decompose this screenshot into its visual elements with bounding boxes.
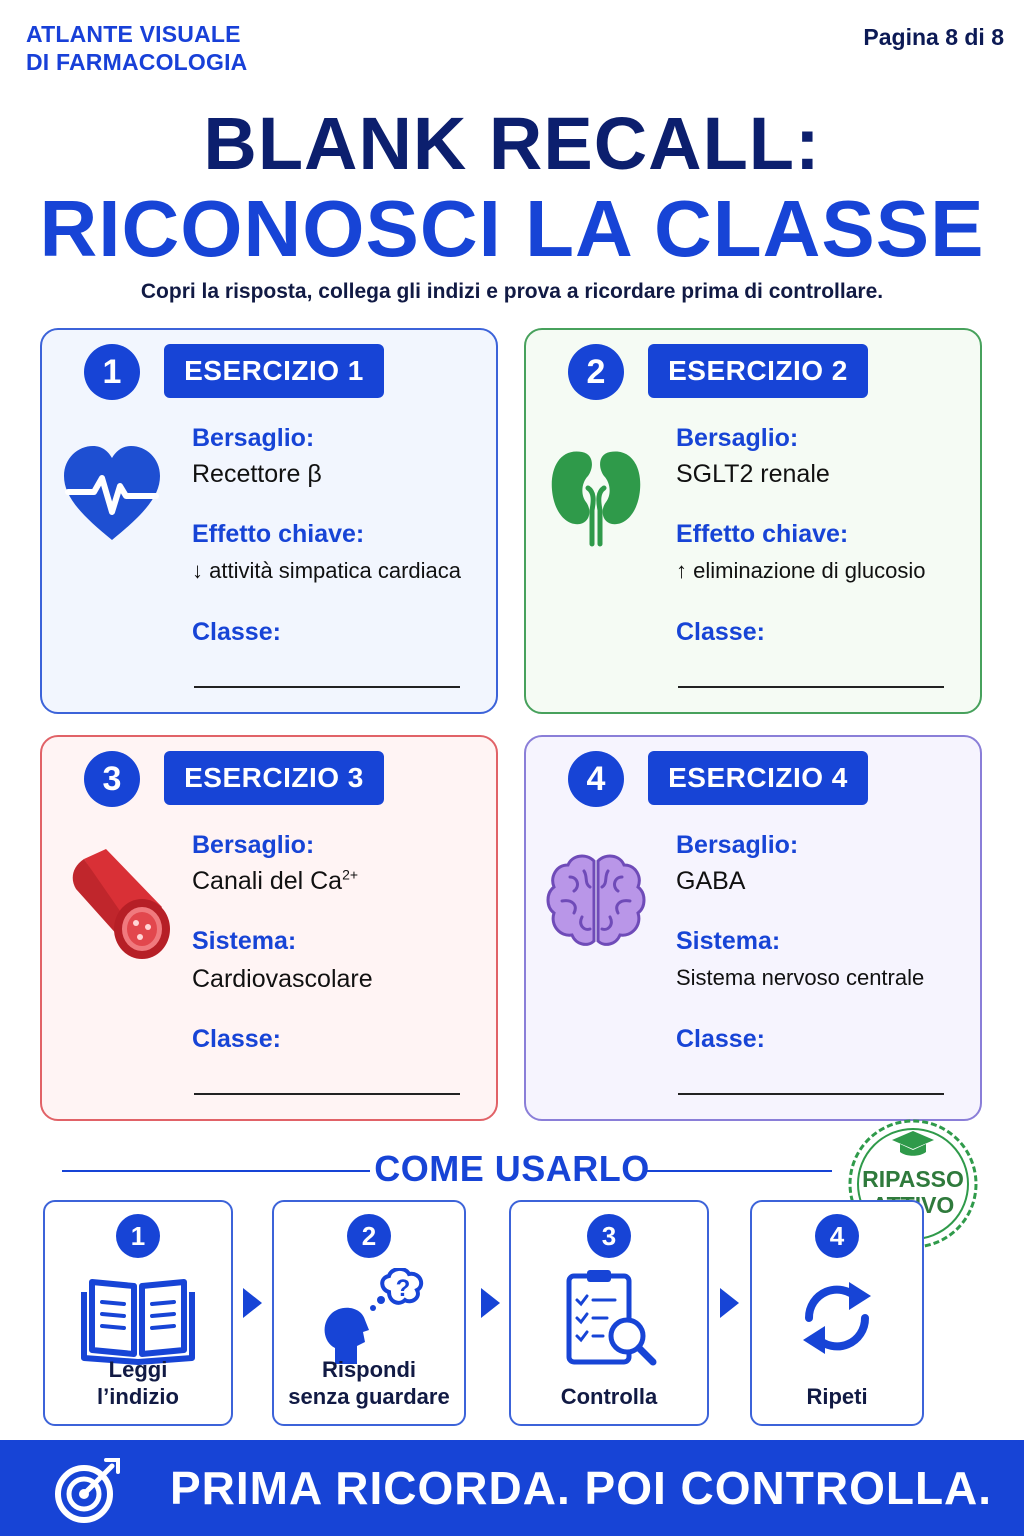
exercise-number-2: 2 bbox=[568, 344, 624, 400]
section-divider-left bbox=[62, 1170, 370, 1172]
class-label-1: Classe: bbox=[192, 618, 281, 646]
target-label-3: Bersaglio: bbox=[192, 831, 315, 859]
brand-title: ATLANTE VISUALE DI FARMACOLOGIA bbox=[26, 20, 248, 76]
class-answer-blank-1[interactable] bbox=[194, 686, 460, 688]
step-label-2: Rispondi senza guardare bbox=[288, 1357, 450, 1409]
how-to-title: COME USARLO bbox=[374, 1148, 650, 1189]
blood-vessel-icon bbox=[72, 849, 170, 959]
heart-pulse-icon bbox=[64, 446, 160, 540]
step-arrow-icon bbox=[481, 1288, 500, 1318]
class-answer-blank-2[interactable] bbox=[678, 686, 944, 688]
class-label-4: Classe: bbox=[676, 1025, 765, 1053]
exercise-label-3: ESERCIZIO 3 bbox=[164, 751, 384, 805]
step-label-1: Leggi l’indizio bbox=[97, 1357, 179, 1409]
effect-value-2: ↑ eliminazione di glucosio bbox=[676, 558, 926, 583]
step-arrow-icon bbox=[243, 1288, 262, 1318]
target-value-3-main: Canali del Ca bbox=[192, 867, 343, 895]
system-label-3: Sistema: bbox=[192, 927, 297, 955]
step-number-1: 1 bbox=[116, 1214, 160, 1258]
page-indicator: Pagina 8 di 8 bbox=[863, 24, 1004, 50]
class-label-3: Classe: bbox=[192, 1025, 281, 1053]
effect-label-2: Effetto chiave: bbox=[676, 520, 849, 548]
exercise-number-4: 4 bbox=[568, 751, 624, 807]
exercise-label-4: ESERCIZIO 4 bbox=[648, 751, 868, 805]
graduation-cap-icon bbox=[892, 1131, 934, 1156]
system-label-4: Sistema: bbox=[676, 927, 781, 955]
target-icon bbox=[55, 1458, 120, 1523]
subtitle: Copri la risposta, collega gli indizi e … bbox=[140, 280, 884, 303]
section-divider-right bbox=[646, 1170, 832, 1172]
system-value-4: Sistema nervoso centrale bbox=[676, 965, 925, 990]
target-value-3-sup: 2+ bbox=[342, 866, 359, 883]
kidneys-icon bbox=[551, 451, 641, 547]
class-answer-blank-4[interactable] bbox=[678, 1093, 944, 1095]
exercise-label-2: ESERCIZIO 2 bbox=[648, 344, 868, 398]
exercise-card-3: 3 ESERCIZIO 3 Bersaglio: Canali del Ca2+… bbox=[40, 735, 498, 1121]
title-line-1: BLANK RECALL: bbox=[203, 102, 821, 185]
step-label-4: Ripeti bbox=[806, 1384, 868, 1409]
step-card-3: 3 Controlla bbox=[509, 1200, 709, 1426]
title-line-2: RICONOSCI LA CLASSE bbox=[39, 184, 985, 273]
target-label-4: Bersaglio: bbox=[676, 831, 799, 859]
refresh-arrows-icon bbox=[803, 1282, 871, 1354]
class-answer-blank-3[interactable] bbox=[194, 1093, 460, 1095]
brand-line-2: DI FARMACOLOGIA bbox=[26, 49, 248, 75]
step-number-2: 2 bbox=[347, 1214, 391, 1258]
target-value-2: SGLT2 renale bbox=[676, 460, 830, 488]
badge-line-1: RIPASSO bbox=[862, 1166, 964, 1192]
effect-label-1: Effetto chiave: bbox=[192, 520, 365, 548]
open-book-icon bbox=[81, 1279, 195, 1365]
step-card-2: 2 ? Rispondi senza guardare bbox=[272, 1200, 466, 1426]
exercise-card-2: 2 ESERCIZIO 2 Bersaglio: SGLT2 renale Ef… bbox=[524, 328, 982, 714]
clipboard-magnifier-icon bbox=[566, 1270, 657, 1366]
step-card-1: 1 Leggi l’indizio bbox=[43, 1200, 233, 1426]
footer-banner: PRIMA RICORDA. POI CONTROLLA. bbox=[0, 1440, 1024, 1536]
exercise-card-1: 1 ESERCIZIO 1 Bersaglio: Recettore β Eff… bbox=[40, 328, 498, 714]
exercise-card-4: 4 ESERCIZIO 4 Bersaglio: GABA Sistema: S… bbox=[524, 735, 982, 1121]
target-label-1: Bersaglio: bbox=[192, 424, 315, 452]
exercise-label-1: ESERCIZIO 1 bbox=[164, 344, 384, 398]
class-label-2: Classe: bbox=[676, 618, 765, 646]
thinking-head-icon: ? bbox=[324, 1268, 424, 1364]
step-number-3: 3 bbox=[587, 1214, 631, 1258]
brand-line-1: ATLANTE VISUALE bbox=[26, 21, 241, 47]
footer-text: PRIMA RICORDA. POI CONTROLLA. bbox=[170, 1462, 993, 1514]
exercise-number-1: 1 bbox=[84, 344, 140, 400]
target-value-3: Canali del Ca2+ bbox=[192, 867, 358, 896]
system-value-3: Cardiovascolare bbox=[192, 965, 373, 993]
step-arrow-icon bbox=[720, 1288, 739, 1318]
step-card-4: 4 Ripeti bbox=[750, 1200, 924, 1426]
svg-text:?: ? bbox=[396, 1275, 411, 1302]
brain-icon bbox=[546, 854, 646, 946]
target-label-2: Bersaglio: bbox=[676, 424, 799, 452]
step-label-3: Controlla bbox=[560, 1384, 658, 1409]
target-value-4: GABA bbox=[676, 867, 746, 895]
exercise-number-3: 3 bbox=[84, 751, 140, 807]
step-number-4: 4 bbox=[815, 1214, 859, 1258]
effect-value-1: ↓ attività simpatica cardiaca bbox=[192, 558, 461, 583]
target-value-1: Recettore β bbox=[192, 460, 322, 488]
